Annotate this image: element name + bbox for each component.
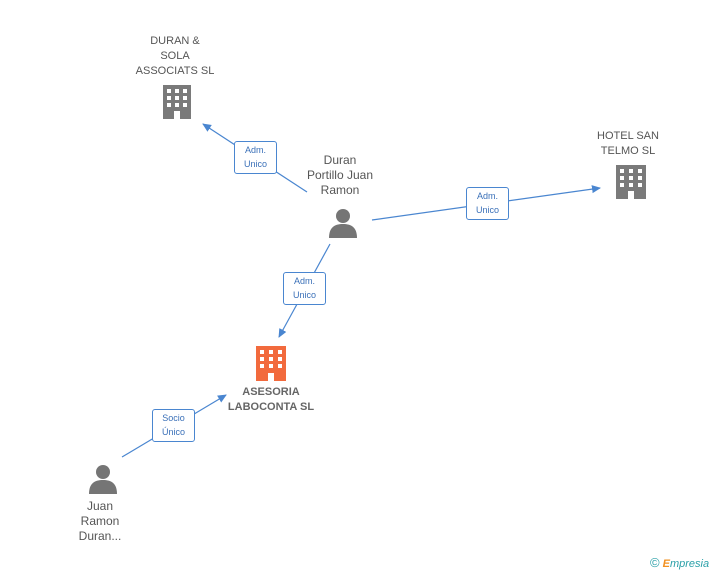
relation-line: Adm. <box>476 191 498 201</box>
relation-badge-to-hotel[interactable]: Adm. Unico <box>466 187 509 220</box>
node-label-juan-ramon[interactable]: Juan Ramon Duran... <box>55 499 145 544</box>
label-line: ASESORIA <box>242 386 300 398</box>
person-icon[interactable] <box>329 209 357 238</box>
building-icon[interactable] <box>163 85 191 119</box>
label-line: HOTEL SAN <box>597 130 659 142</box>
label-line: ASSOCIATS SL <box>135 65 215 77</box>
relation-line: Único <box>161 427 185 437</box>
relation-line: Adm. <box>244 145 266 155</box>
footer-brand: ©Empresia <box>650 555 709 570</box>
relation-line: Unico <box>243 159 267 169</box>
relation-line: Unico <box>475 205 499 215</box>
label-line: DURAN & <box>150 35 200 47</box>
copyright-icon: © <box>650 555 660 570</box>
relation-line: Unico <box>292 290 316 300</box>
label-line: Duran <box>323 153 357 167</box>
node-label-duran-sola[interactable]: DURAN & SOLA ASSOCIATS SL <box>125 34 225 79</box>
label-line: Juan <box>86 499 114 513</box>
label-line: Ramon <box>320 183 360 197</box>
person-icon[interactable] <box>89 465 117 494</box>
relation-badge-juan-to-asesoria[interactable]: Socio Único <box>152 409 195 442</box>
relation-line: Socio <box>162 413 185 423</box>
node-label-asesoria[interactable]: ASESORIA LABOCONTA SL <box>216 385 326 415</box>
node-label-hotel-san-telmo[interactable]: HOTEL SAN TELMO SL <box>578 129 678 159</box>
label-line: Ramon <box>80 514 120 528</box>
label-line: SOLA <box>160 50 190 62</box>
relation-line: Adm. <box>293 276 315 286</box>
node-label-duran-portillo[interactable]: Duran Portillo Juan Ramon <box>290 153 390 198</box>
relation-badge-to-duran-sola[interactable]: Adm. Unico <box>234 141 277 174</box>
brand-name: mpresia <box>669 558 710 570</box>
relation-badge-to-asesoria[interactable]: Adm. Unico <box>283 272 326 305</box>
label-line: Duran... <box>78 529 122 543</box>
brand-initial: E <box>662 558 670 570</box>
label-line: TELMO SL <box>600 145 656 157</box>
label-line: LABOCONTA SL <box>227 401 315 413</box>
label-line: Portillo Juan <box>306 168 374 182</box>
building-icon[interactable] <box>616 165 646 199</box>
building-icon-highlight[interactable] <box>256 346 286 381</box>
